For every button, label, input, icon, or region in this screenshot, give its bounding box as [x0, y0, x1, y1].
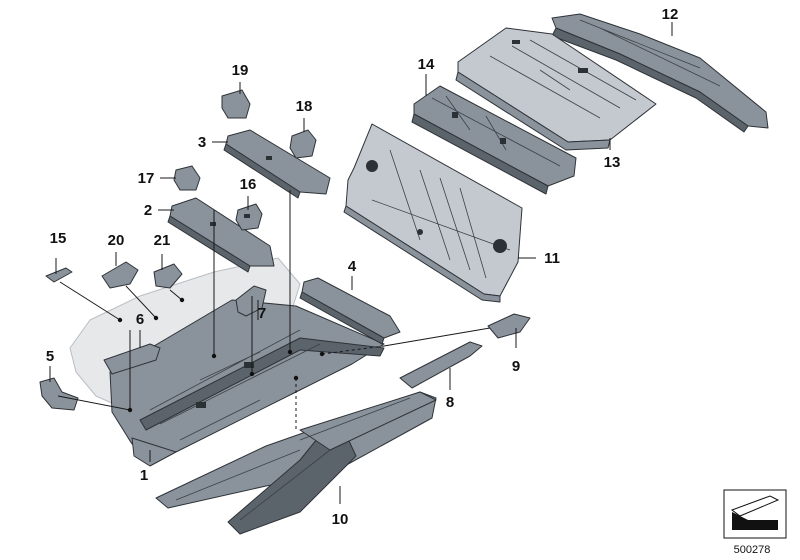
- callout-14: 14: [418, 56, 435, 73]
- car-body-orientation-icon: [723, 489, 787, 539]
- callout-12: 12: [662, 6, 679, 23]
- callout-16: 16: [240, 176, 257, 193]
- part-11-rear-bulkhead: [343, 123, 523, 303]
- callout-labels: 1 2 3 4 5 6 7 8 9 10 11 12 13 14 15 16 1…: [46, 6, 679, 528]
- part-10-rear-frame-structure: [155, 391, 437, 535]
- part-5-front-bracket: [39, 377, 79, 411]
- callout-13: 13: [604, 154, 621, 171]
- part-13-parcel-shelf: [455, 27, 657, 151]
- callout-21: 21: [154, 232, 171, 249]
- part-4-side-sill-bracket: [299, 277, 401, 345]
- callout-3: 3: [198, 134, 206, 151]
- callout-6: 6: [136, 311, 144, 328]
- part-15-small-bracket: [45, 267, 73, 283]
- part-3-seat-crossmember-rear: [223, 129, 331, 199]
- part-9-rear-plate: [487, 313, 531, 339]
- part-19-mount-bracket: [221, 89, 251, 119]
- callout-20: 20: [108, 232, 125, 249]
- part-18-mount-block: [289, 129, 317, 159]
- part-2-seat-crossmember-front: [167, 197, 275, 273]
- part-6-floor-bracket: [103, 343, 161, 375]
- callout-9: 9: [512, 358, 520, 375]
- part-21-small-bracket: [153, 263, 183, 289]
- part-16-mount-block: [235, 203, 263, 231]
- callout-15: 15: [50, 230, 67, 247]
- callout-10: 10: [332, 511, 349, 528]
- callout-8: 8: [446, 394, 454, 411]
- callout-4: 4: [348, 258, 357, 275]
- callout-17: 17: [138, 170, 155, 187]
- callout-19: 19: [232, 62, 249, 79]
- part-1-front-floor-section: [131, 437, 177, 467]
- callout-11: 11: [544, 250, 560, 267]
- leader-lines: [49, 22, 673, 504]
- part-12-rear-upper-crossmember: [551, 13, 769, 133]
- callout-7: 7: [258, 305, 266, 322]
- callout-1: 1: [140, 467, 148, 484]
- part-8-rear-sill-rail: [399, 341, 483, 389]
- callout-2: 2: [144, 202, 152, 219]
- part-20-wire-bracket: [101, 261, 139, 289]
- reference-number: 500278: [734, 544, 771, 556]
- callout-5: 5: [46, 348, 54, 365]
- leader-dots: [117, 297, 325, 413]
- part-14-rear-crossmember: [411, 85, 577, 195]
- part-17-mount-block: [173, 165, 201, 191]
- callout-18: 18: [296, 98, 313, 115]
